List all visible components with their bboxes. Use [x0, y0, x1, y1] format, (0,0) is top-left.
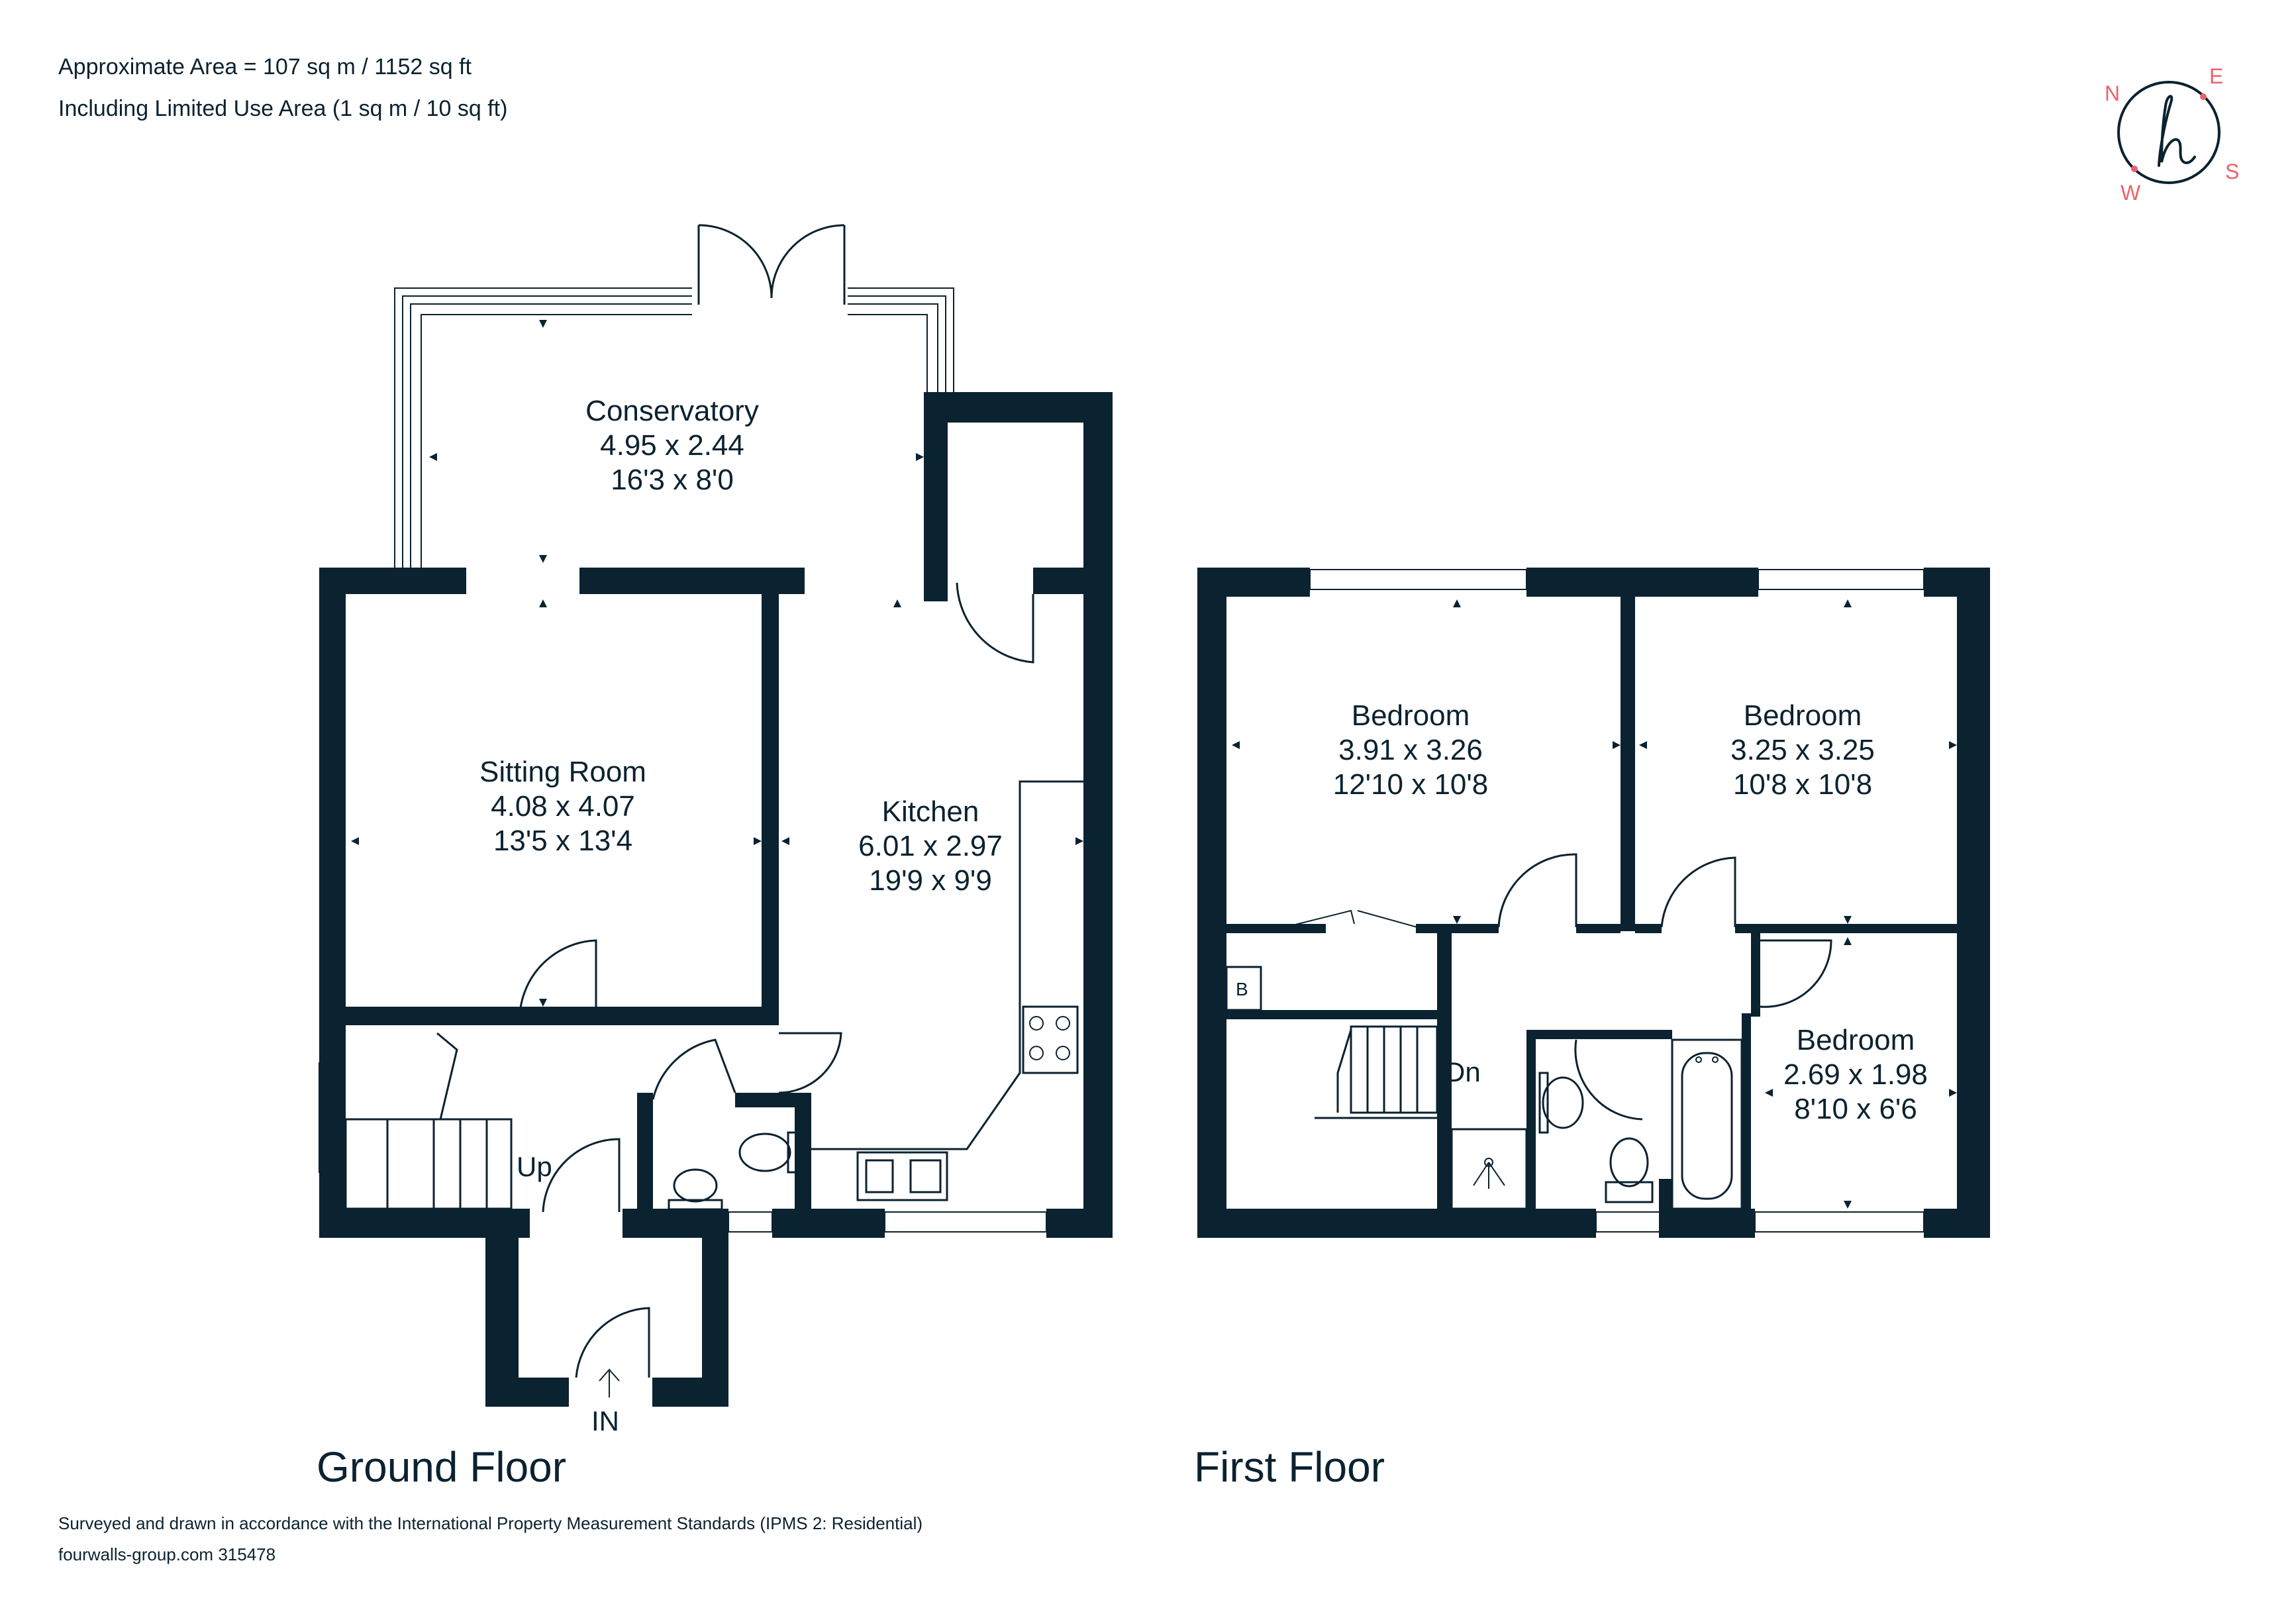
room-metric: 4.95 x 2.44 [600, 429, 744, 462]
room-metric: 2.69 x 1.98 [1783, 1058, 1928, 1091]
sitting-kitchen-partition [762, 594, 779, 1025]
limited-use-area: Including Limited Use Area (1 sq m / 10 … [58, 96, 508, 121]
first-floor-fixtures [1199, 569, 1924, 1233]
bedroom-2-label: Bedroom 3.25 x 3.25 10'8 x 10'8 [1730, 699, 1875, 802]
compass-ring-icon [2117, 81, 2221, 184]
room-name: Sitting Room [479, 756, 646, 788]
room-metric: 3.25 x 3.25 [1730, 734, 1875, 766]
compass-north: N [2105, 81, 2121, 105]
room-metric: 3.91 x 3.26 [1338, 734, 1483, 766]
stairs-down-label: Dn [1445, 1056, 1481, 1087]
compass-east: E [2209, 64, 2224, 88]
room-name: Conservatory [585, 395, 759, 427]
room-imperial: 12'10 x 10'8 [1332, 768, 1489, 801]
room-metric: 4.08 x 4.07 [491, 790, 635, 823]
room-name: Bedroom [1796, 1024, 1915, 1056]
area-summary: Approximate Area = 107 sq m / 1152 sq ft [58, 54, 472, 79]
room-imperial: 16'3 x 8'0 [611, 464, 734, 496]
room-metric: 6.01 x 2.97 [858, 830, 1003, 862]
compass-west: W [2121, 181, 2141, 205]
room-imperial: 19'9 x 9'9 [869, 864, 992, 897]
measurement-ticks [351, 320, 1083, 1007]
compass-south: S [2225, 160, 2240, 183]
ground-floor-title: Ground Floor [317, 1443, 567, 1491]
first-floor-walls [1197, 568, 1990, 1238]
room-imperial: 13'5 x 13'4 [493, 825, 633, 857]
boiler-label: B [1236, 979, 1248, 999]
entrance-label: IN [591, 1405, 619, 1437]
bedroom-3-label: Bedroom 2.69 x 1.98 8'10 x 6'6 [1783, 1023, 1928, 1127]
room-imperial: 8'10 x 6'6 [1794, 1093, 1917, 1125]
room-name: Kitchen [881, 795, 979, 828]
sitting-room-label: Sitting Room 4.08 x 4.07 13'5 x 13'4 [479, 755, 646, 858]
conservatory-glazing [394, 224, 954, 568]
conservatory-label: Conservatory 4.95 x 2.44 16'3 x 8'0 [585, 394, 759, 497]
ground-floor-walls [319, 392, 1113, 1407]
standards-note: Surveyed and drawn in accordance with th… [58, 1513, 923, 1533]
room-name: Bedroom [1351, 699, 1470, 732]
sitting-room-west-wall [319, 568, 346, 1238]
kitchen-label: Kitchen 6.01 x 2.97 19'9 x 9'9 [858, 795, 1003, 898]
bedroom-1-label: Bedroom 3.91 x 3.26 12'10 x 10'8 [1333, 699, 1489, 802]
first-floor-title: First Floor [1194, 1443, 1385, 1491]
stairs-up-label: Up [517, 1151, 552, 1182]
room-name: Bedroom [1743, 699, 1862, 732]
first-floor-ticks [1232, 599, 1957, 1209]
compass-logo: N E S W [2105, 64, 2239, 205]
room-imperial: 10'8 x 10'8 [1732, 768, 1873, 801]
reference-note: fourwalls-group.com 315478 [58, 1544, 276, 1564]
store-top-wall [924, 392, 1113, 423]
ground-floor-fixtures [319, 582, 1083, 1397]
kitchen-east-wall [1083, 594, 1113, 1238]
